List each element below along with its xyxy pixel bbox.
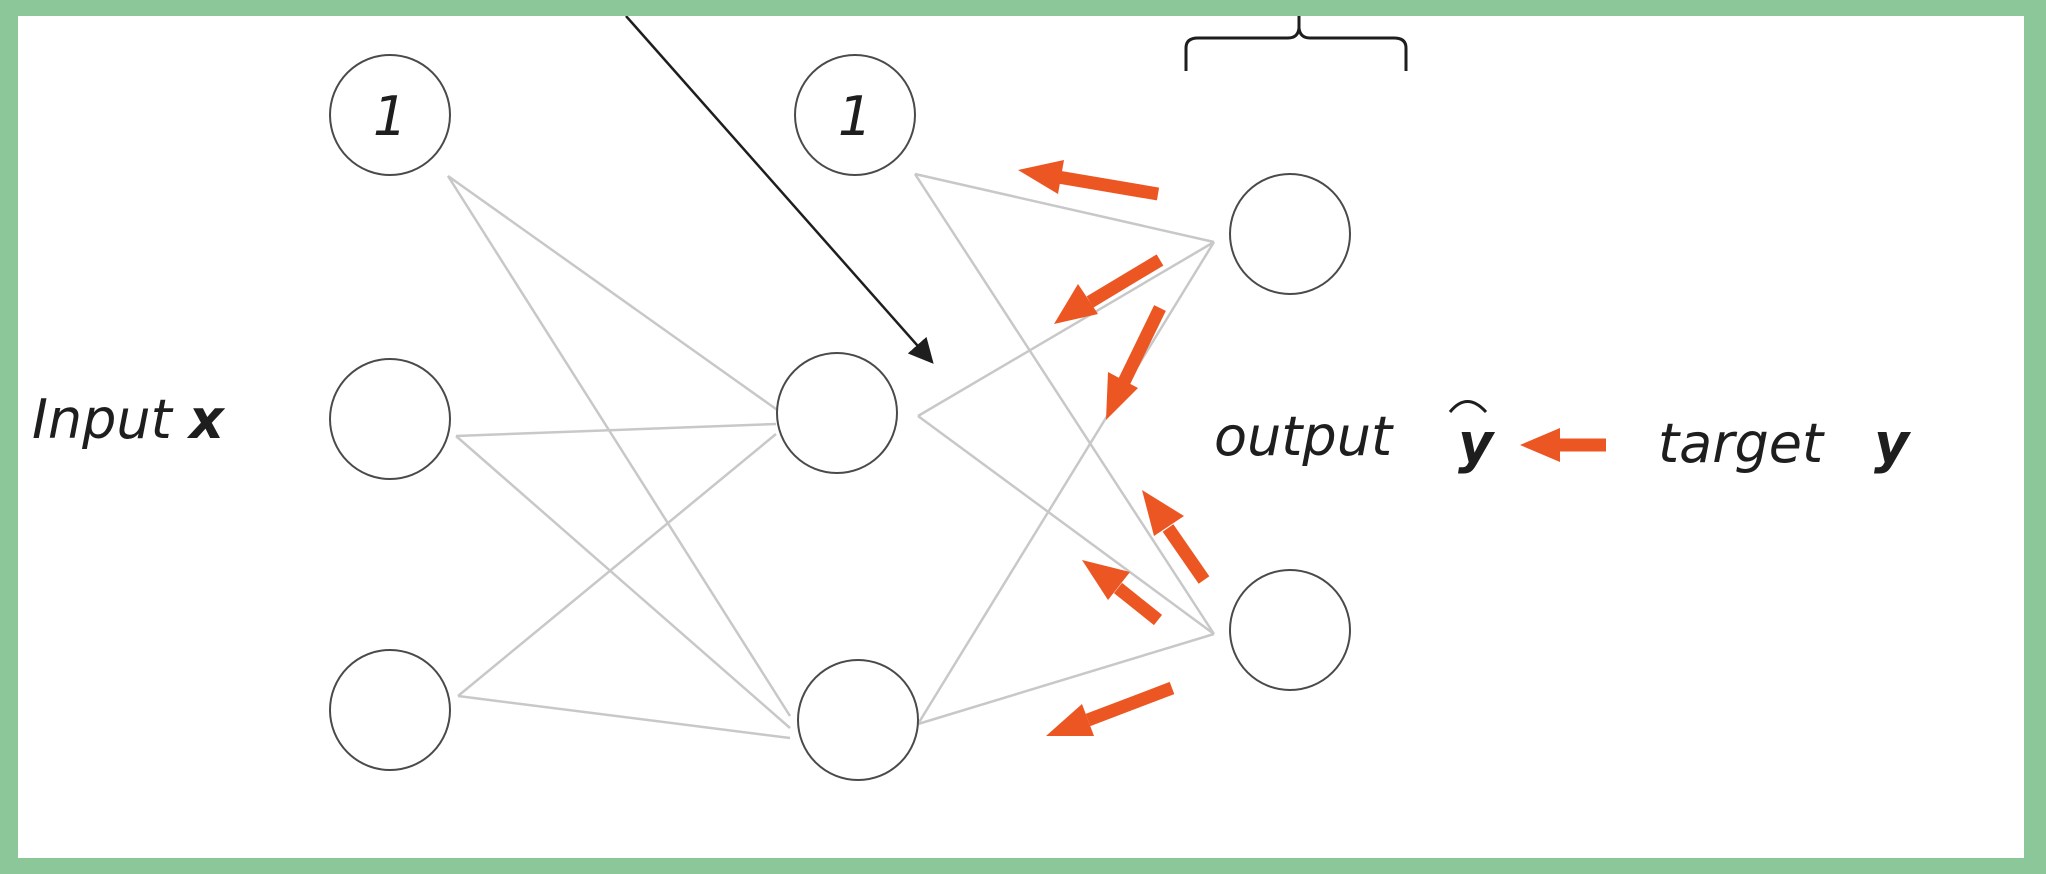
edge — [447, 174, 784, 416]
edge — [457, 433, 777, 697]
hidden-node-2 — [797, 659, 919, 781]
edge — [917, 240, 1215, 418]
output-hat — [1448, 400, 1488, 414]
gradient-arrows — [1018, 160, 1210, 736]
target-to-output-arrow — [1520, 428, 1606, 462]
input-node-1 — [329, 358, 451, 480]
gradient-arrow — [1106, 305, 1166, 420]
target-label: target — [1658, 412, 1825, 475]
input-bias-label: 1 — [373, 85, 407, 148]
edge — [446, 175, 792, 717]
output-node-2 — [1229, 569, 1351, 691]
output-node-1 — [1229, 173, 1351, 295]
gradient-arrow — [1018, 160, 1160, 201]
output-layer-bracket — [1184, 16, 1408, 71]
gradient-arrow — [1046, 681, 1175, 736]
edges-input-hidden — [446, 174, 792, 740]
pointer-arrow — [625, 16, 934, 364]
hidden-layer: 1 — [776, 54, 919, 781]
gradient-arrow — [1082, 560, 1163, 626]
hidden-node-1 — [776, 352, 898, 474]
edge — [457, 694, 791, 740]
output-layer — [1229, 173, 1351, 691]
edge — [917, 414, 1215, 636]
edge — [455, 422, 777, 438]
neural-network-diagram: 1 1 Input x output y target y — [32, 16, 1912, 781]
edge — [916, 241, 1216, 725]
gradient-arrow — [1054, 254, 1164, 324]
diagram-frame: 1 1 Input x output y target y — [18, 16, 2024, 858]
input-label-prefix: Input — [32, 388, 174, 451]
output-label: output — [1214, 405, 1394, 468]
input-node-2 — [329, 649, 451, 771]
hidden-bias-label: 1 — [838, 85, 872, 148]
output-variable: y — [1458, 412, 1496, 475]
edge — [455, 435, 791, 729]
edge — [917, 632, 1215, 726]
gradient-arrow — [1142, 490, 1210, 584]
edge — [914, 172, 1215, 244]
edges-hidden-output — [913, 172, 1216, 726]
input-layer: 1 — [329, 54, 451, 771]
input-variable: x — [186, 388, 226, 451]
hidden-bias-node — [794, 54, 916, 176]
input-bias-node — [329, 54, 451, 176]
edge — [913, 173, 1216, 635]
target-variable: y — [1874, 412, 1912, 475]
input-label: Input x — [32, 388, 226, 451]
